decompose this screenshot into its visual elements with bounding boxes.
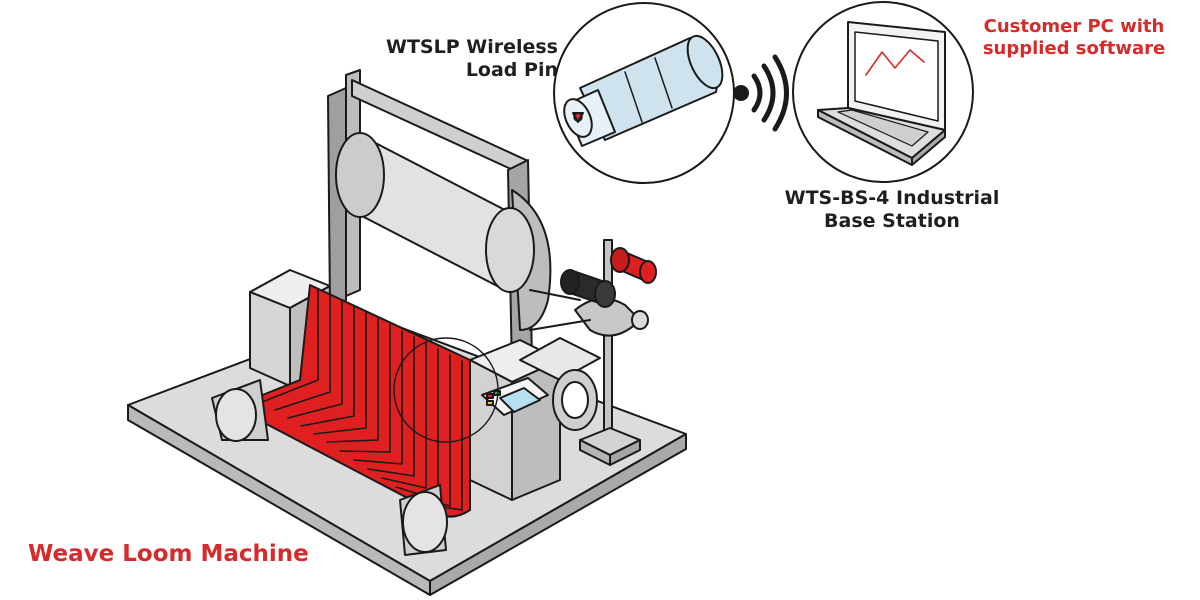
tension-stand	[529, 239, 657, 466]
right-housing	[519, 337, 601, 431]
base-station-label: WTS-BS-4 Industrial Base Station	[782, 187, 1002, 233]
laptop-with-graph-icon	[792, 1, 974, 183]
load-pin-label-line1: WTSLP Wireless	[386, 36, 558, 58]
machine-label: Weave Loom Machine	[28, 541, 309, 567]
base-station-label-line2: Base Station	[824, 210, 960, 233]
customer-pc-label-line1: Customer PC with	[983, 16, 1165, 37]
customer-pc-label: Customer PC with supplied software	[970, 16, 1178, 60]
customer-pc-label-line2: supplied software	[982, 37, 1166, 59]
red-fabric	[246, 284, 471, 518]
base-station-label-line1: WTS-BS-4 Industrial	[784, 187, 1000, 209]
load-pin-label: WTSLP Wireless Load Pin	[386, 36, 558, 82]
wireless-signal-icon	[733, 54, 789, 132]
load-pin-location-circle	[393, 337, 499, 443]
top-roller	[335, 132, 535, 293]
load-pin-label-line2: Load Pin	[465, 59, 558, 82]
wireless-load-pin-icon	[553, 2, 735, 184]
front-roller	[211, 379, 448, 556]
